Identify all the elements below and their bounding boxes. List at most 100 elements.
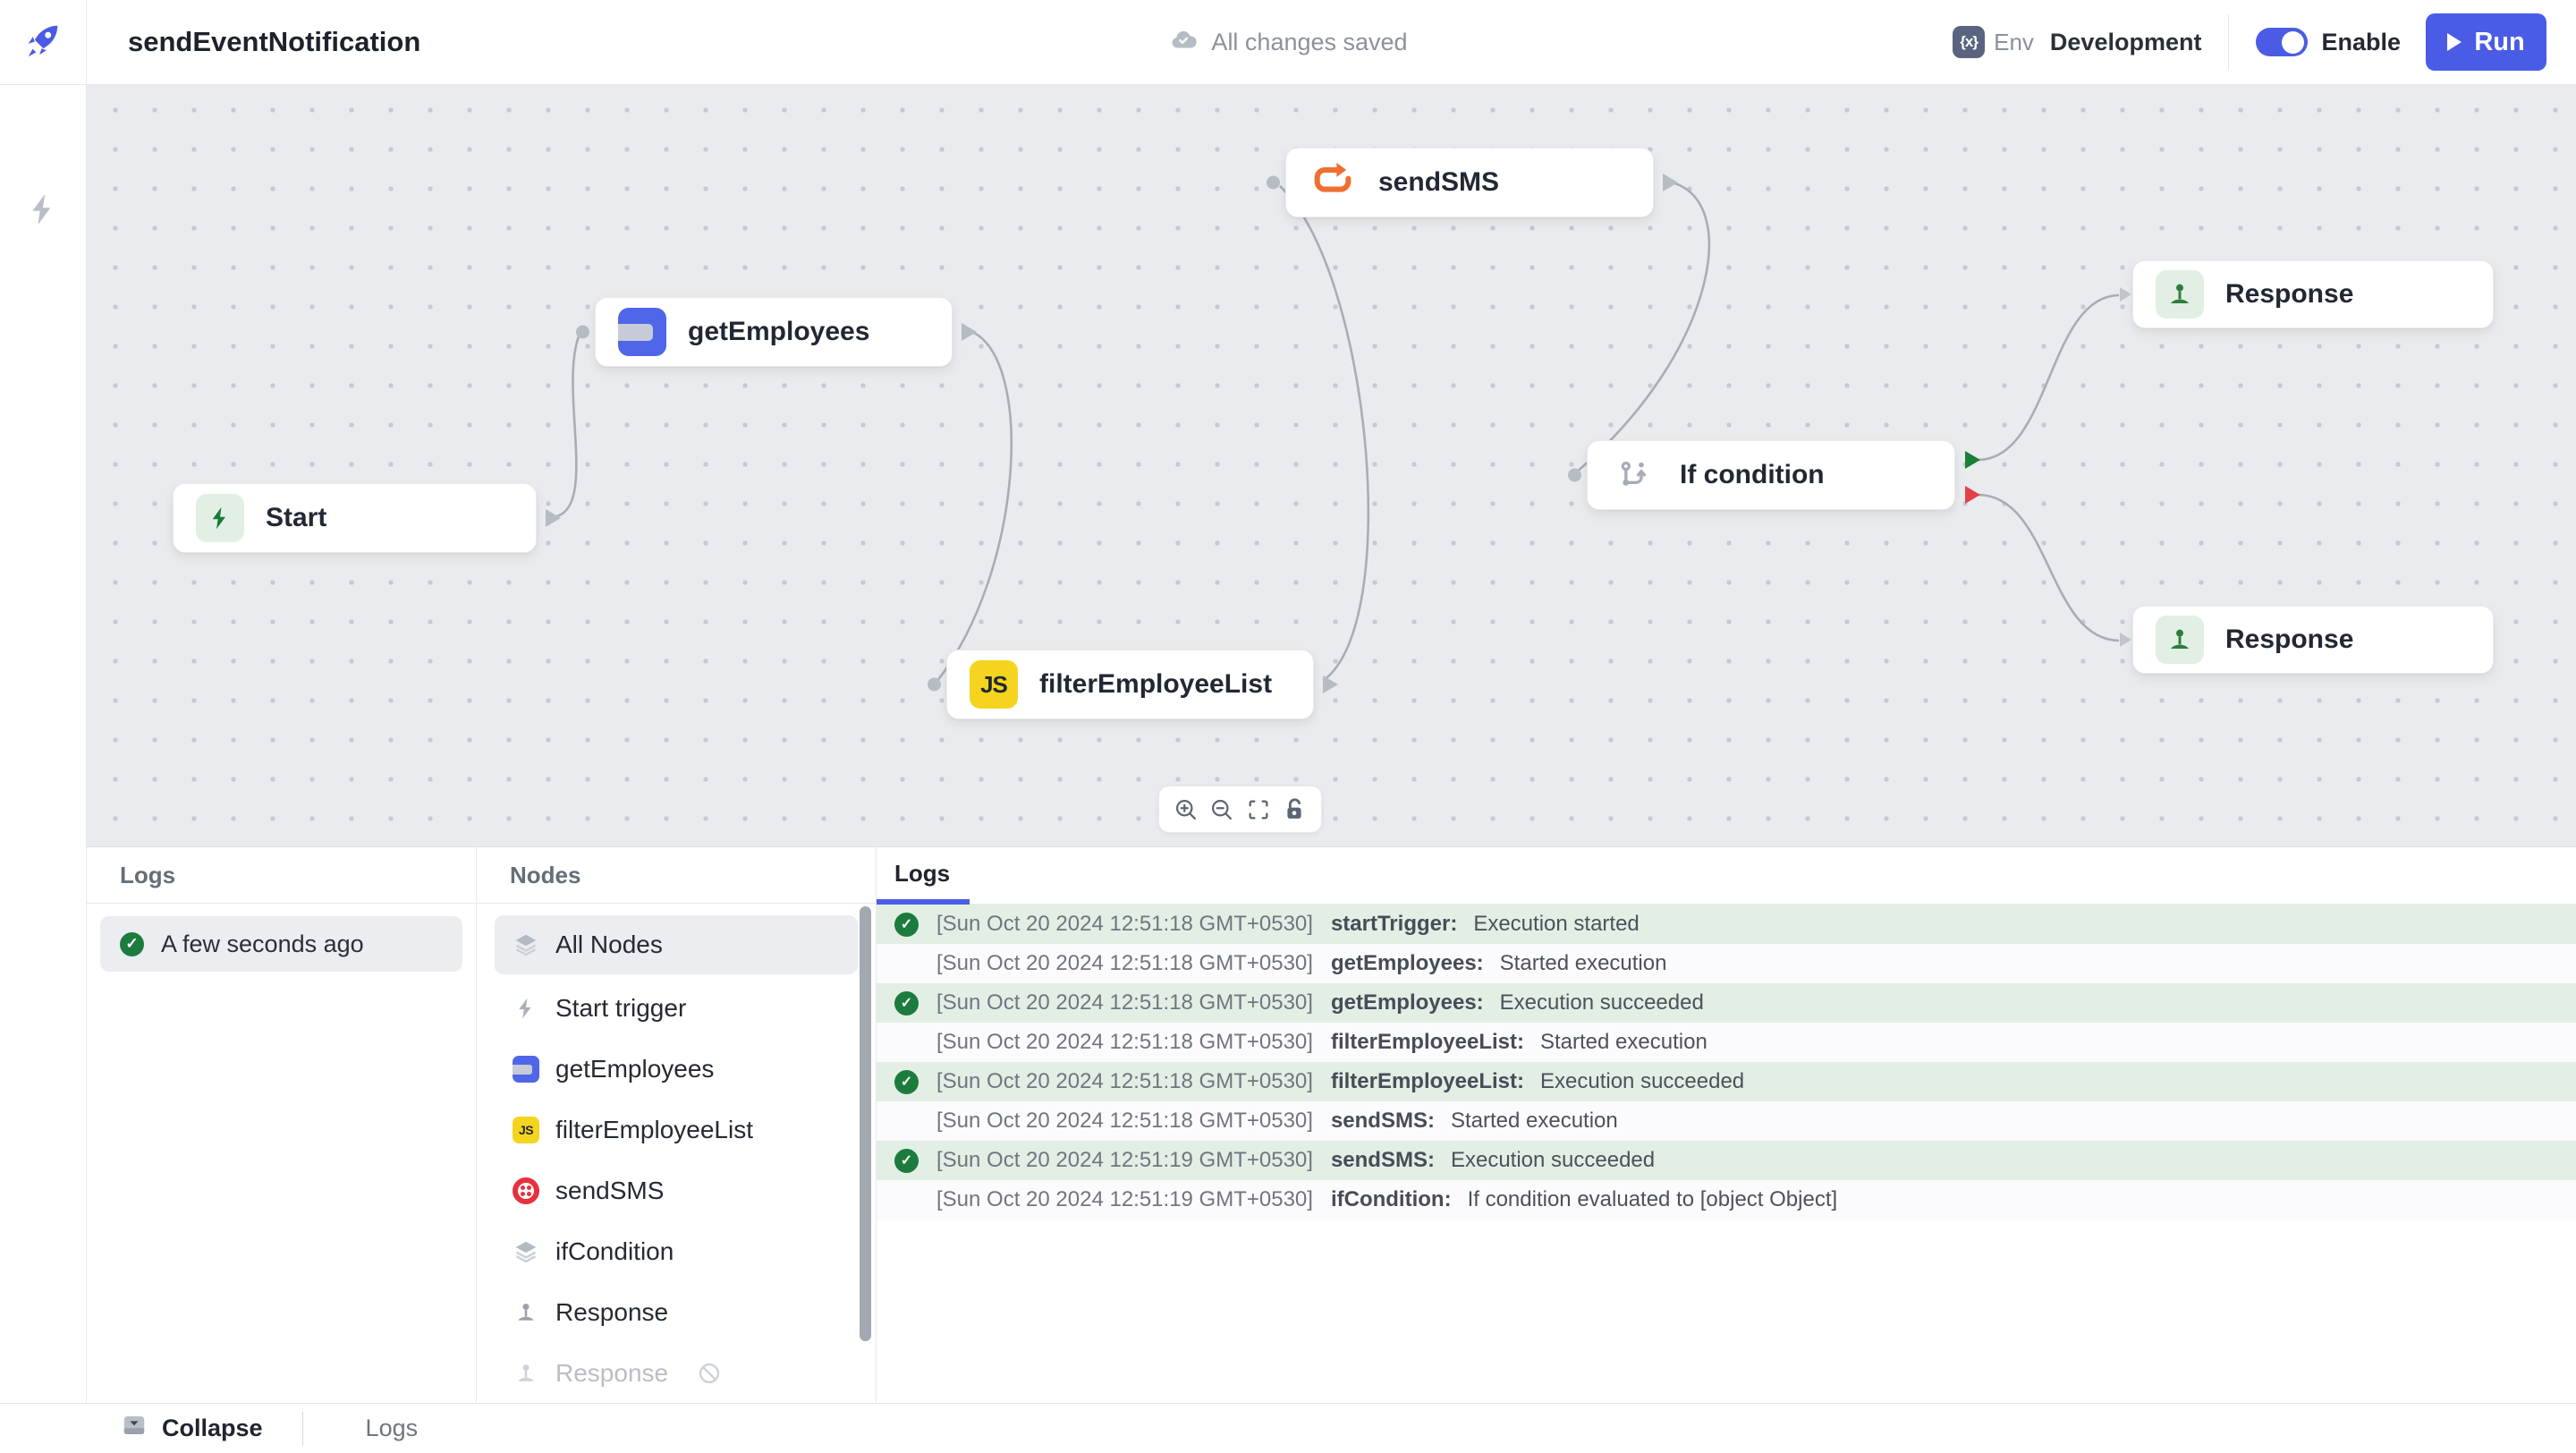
output-port[interactable] (962, 323, 977, 341)
log-timestamp: [Sun Oct 20 2024 12:51:18 GMT+0530] (936, 1109, 1313, 1133)
header: sendEventNotification All changes saved … (0, 0, 2576, 85)
node-label: Response (2225, 279, 2354, 309)
node-getEmployees[interactable]: getEmployees (576, 297, 977, 367)
log-timestamp: [Sun Oct 20 2024 12:51:18 GMT+0530] (936, 951, 1313, 975)
log-message: Execution succeeded (1450, 1148, 1656, 1172)
trigger-rail-icon[interactable] (24, 191, 62, 233)
log-line: ✓ [Sun Oct 20 2024 12:51:18 GMT+0530] fi… (877, 1062, 2576, 1101)
workflow-edges (552, 180, 2120, 683)
input-port[interactable] (2120, 287, 2131, 302)
output-port[interactable] (1323, 676, 1338, 693)
joystick-icon (513, 1360, 539, 1387)
output-port-true[interactable] (1965, 451, 1980, 469)
edge-filter-sendSMS (1279, 185, 1370, 683)
node-response-1[interactable]: Response (2120, 260, 2494, 328)
run-button-label: Run (2474, 27, 2525, 56)
input-port[interactable] (928, 677, 941, 692)
nodes-list-item-response-disabled[interactable]: Response (477, 1343, 876, 1404)
node-ifCondition[interactable]: If condition (1568, 440, 1980, 510)
input-port[interactable] (1568, 468, 1581, 482)
input-port[interactable] (576, 325, 589, 339)
workflow-canvas[interactable]: Start getEmployees sendSMS JS filterEmpl (87, 85, 2576, 846)
run-history-item[interactable]: ✓ A few seconds ago (100, 916, 462, 972)
app-logo[interactable] (0, 0, 87, 85)
log-line: ✓ [Sun Oct 20 2024 12:51:19 GMT+0530] se… (877, 1141, 2576, 1180)
log-node-name: sendSMS: (1330, 1148, 1435, 1172)
node-response-2[interactable]: Response (2120, 606, 2494, 674)
nodes-list-item-ifCondition[interactable]: ifCondition (477, 1221, 876, 1282)
footer-logs-tab[interactable]: Logs (365, 1415, 419, 1441)
nodes-list-item-response[interactable]: Response (477, 1282, 876, 1343)
log-node-name: getEmployees: (1330, 951, 1484, 975)
nodes-list-item-start-trigger[interactable]: Start trigger (477, 978, 876, 1039)
log-tab-bar: Logs (877, 847, 2576, 905)
nodes-list-item-all[interactable]: All Nodes (495, 915, 858, 974)
footer-bar: Collapse Logs (0, 1403, 2576, 1453)
lock-icon[interactable] (1282, 797, 1307, 822)
log-message: If condition evaluated to [object Object… (1467, 1187, 1838, 1211)
zoom-in-icon[interactable] (1174, 797, 1199, 822)
nodes-list-item-getEmployees[interactable]: getEmployees (477, 1039, 876, 1100)
zoom-out-icon[interactable] (1209, 797, 1234, 822)
nodes-filter-panel: Nodes All Nodes Start trigger getEmpl (477, 847, 877, 1403)
javascript-icon: JS (970, 660, 1018, 709)
nodes-list-scrollbar[interactable] (860, 906, 871, 1341)
node-label: Start (266, 503, 327, 532)
log-timestamp: [Sun Oct 20 2024 12:51:18 GMT+0530] (936, 1030, 1313, 1054)
edge-ifCondition-true-response (1977, 293, 2120, 462)
save-status-text: All changes saved (1211, 28, 1408, 55)
log-node-name: sendSMS: (1330, 1109, 1435, 1133)
input-port[interactable] (2120, 633, 2131, 647)
bottom-panels: Logs ✓ A few seconds ago Nodes All Nodes (87, 846, 2576, 1403)
log-line: ✓ [Sun Oct 20 2024 12:51:18 GMT+0530] ge… (877, 983, 2576, 1023)
node-sendSMS[interactable]: sendSMS (1267, 148, 1678, 217)
output-port-false[interactable] (1965, 486, 1980, 504)
log-line: [Sun Oct 20 2024 12:51:18 GMT+0530] getE… (877, 944, 2576, 983)
log-line: [Sun Oct 20 2024 12:51:18 GMT+0530] send… (877, 1101, 2576, 1141)
success-check-icon: ✓ (120, 931, 144, 956)
rocket-icon (22, 20, 64, 65)
nodes-list-label: ifCondition (555, 1237, 674, 1265)
nodes-list-item-sendSMS[interactable]: sendSMS (477, 1160, 876, 1221)
footer-divider (301, 1411, 303, 1446)
enable-label: Enable (2321, 28, 2401, 55)
log-node-name: filterEmployeeList: (1330, 1030, 1524, 1054)
nodes-list-label: sendSMS (555, 1177, 665, 1204)
success-check-icon: ✓ (894, 912, 919, 937)
toggle-knob (2282, 30, 2305, 54)
disabled-slash-icon (697, 1361, 722, 1386)
log-timestamp: [Sun Oct 20 2024 12:51:18 GMT+0530] (936, 912, 1313, 936)
env-selector[interactable]: Development (2049, 28, 2202, 55)
fit-view-icon[interactable] (1246, 797, 1271, 822)
joystick-icon (513, 1299, 539, 1326)
joystick-icon (2156, 270, 2204, 319)
javascript-icon: JS (513, 1117, 539, 1143)
nodes-list-item-filterEmployeeList[interactable]: JS filterEmployeeList (477, 1100, 876, 1160)
tab-logs[interactable]: Logs (877, 847, 970, 905)
run-button[interactable]: Run (2426, 13, 2546, 71)
collapse-button[interactable]: Collapse (121, 1412, 263, 1445)
lightning-icon (513, 995, 539, 1022)
output-port[interactable] (546, 509, 561, 527)
log-line: [Sun Oct 20 2024 12:51:19 GMT+0530] ifCo… (877, 1180, 2576, 1219)
database-table-icon (513, 1056, 539, 1083)
lightning-bolt-icon (196, 494, 244, 542)
log-icon-spacer (894, 1031, 919, 1055)
output-port[interactable] (1663, 174, 1678, 191)
success-check-icon: ✓ (894, 1069, 919, 1094)
node-label: filterEmployeeList (1039, 669, 1273, 699)
node-start[interactable]: Start (173, 483, 561, 553)
log-message: Execution succeeded (1499, 990, 1704, 1015)
edge-sendSMS-ifCondition (1575, 180, 1711, 473)
node-filterEmployeeList[interactable]: JS filterEmployeeList (928, 650, 1338, 719)
input-port[interactable] (1267, 175, 1280, 190)
success-check-icon: ✓ (894, 990, 919, 1015)
log-timestamp: [Sun Oct 20 2024 12:51:18 GMT+0530] (936, 990, 1313, 1015)
edge-ifCondition-false-response (1977, 493, 2120, 642)
log-icon-spacer (894, 1188, 919, 1212)
log-node-name: getEmployees: (1330, 990, 1484, 1015)
enable-toggle[interactable] (2256, 28, 2309, 56)
database-table-icon (618, 308, 666, 356)
edge-start-getEmployees (552, 336, 580, 519)
